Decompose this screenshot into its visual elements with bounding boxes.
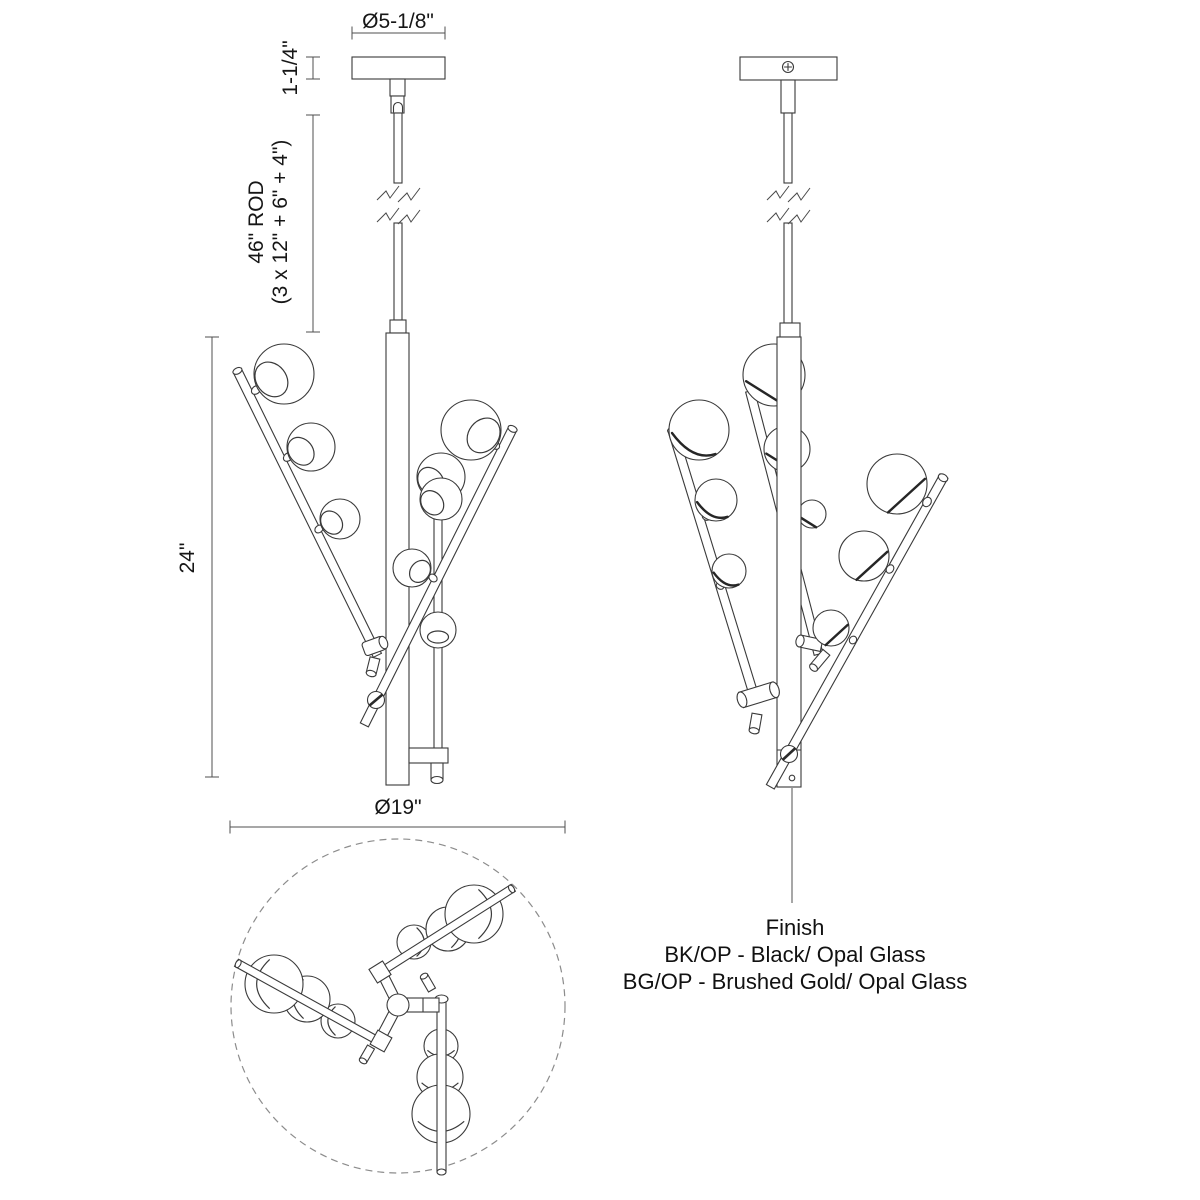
finish-note: Finish BK/OP - Black/ Opal Glass BG/OP -… [623,788,967,994]
rod-collar [389,319,407,334]
set-screw [779,744,799,764]
dim-label-canopy-height: 1-1/4" [279,40,302,95]
dimension-fixture-diameter: Ø19" [229,796,566,834]
mounting-hole [788,774,796,782]
dimension-canopy-diameter: Ø5-1/8" [351,10,446,40]
finish-title: Finish [766,915,825,940]
dim-label-rod-length-line1: 46" ROD [245,180,268,263]
dimension-fixture-height: 24" [176,336,219,778]
hang-loop [392,101,404,113]
rod-break-marks [766,185,811,225]
rod-break-marks [376,185,421,225]
canopy [739,56,838,114]
dim-label-fixture-diameter: Ø19" [374,796,421,819]
front-elevation-view [232,56,518,786]
dimension-rod-length: 46" ROD (3 x 12" + 6" + 4") [245,114,320,333]
diameter-boundary-circle [230,838,566,1174]
canopy [351,56,446,114]
left-arm [232,366,389,678]
hang-rod [766,112,811,338]
center-column [776,336,802,788]
dimension-canopy-height: 1-1/4" [279,40,320,96]
arm-c [434,994,449,1176]
dim-label-fixture-height: 24" [176,543,199,574]
arm-joint [361,635,389,657]
glass-globe [419,611,457,649]
glass-globes-left-arm [668,399,747,590]
glass-globes-left-arm [250,343,361,540]
center-hub [358,960,440,1065]
glass-globes-right-arm [392,399,502,588]
finish-option-bk: BK/OP - Black/ Opal Glass [664,942,925,967]
rod-collar [779,322,801,338]
right-arm [765,473,949,790]
arm-joint [736,681,780,709]
dim-label-canopy-diameter: Ø5-1/8" [362,10,434,33]
set-screw [366,690,386,710]
finish-option-bg: BG/OP - Brushed Gold/ Opal Glass [623,969,967,994]
canopy-screw-icon [781,60,795,74]
dim-label-rod-length-line2: (3 x 12" + 6" + 4") [269,140,292,305]
hang-rod [376,112,421,334]
side-elevation-view [667,56,949,790]
glass-globes-right-arm [812,453,932,647]
top-plan-view [230,838,566,1176]
